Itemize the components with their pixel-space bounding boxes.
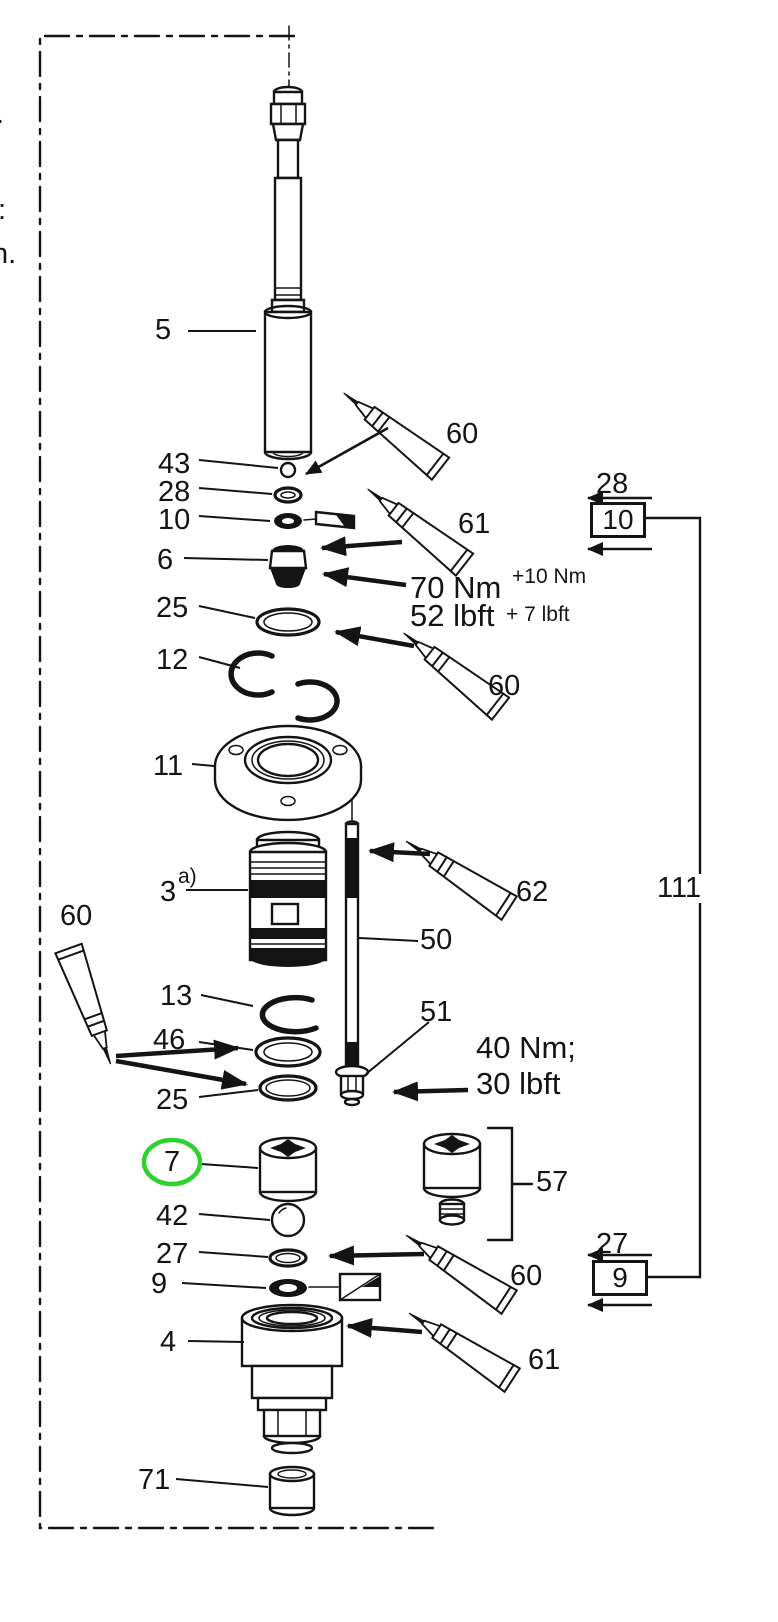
ref-box-9: 9 bbox=[592, 1260, 648, 1296]
ref-27: 27 bbox=[596, 1228, 629, 1260]
part-28-oring bbox=[273, 486, 303, 504]
callout-5: 5 bbox=[155, 314, 172, 346]
part-7-valve-cage bbox=[258, 1136, 318, 1203]
part-11-flange bbox=[213, 724, 363, 822]
torque-upper-nm-tol: +10 Nm bbox=[512, 565, 587, 588]
part-42-ball bbox=[270, 1202, 306, 1238]
callout-50: 50 bbox=[420, 924, 453, 956]
ref-10-label: 10 bbox=[602, 504, 634, 535]
edge-text-fragment-2: : bbox=[0, 196, 6, 225]
callout-25-lower: 25 bbox=[156, 1084, 189, 1116]
callout-60-low: 60 bbox=[510, 1260, 543, 1292]
callout-7-highlighted[interactable]: 7 bbox=[164, 1146, 181, 1178]
callout-25-upper: 25 bbox=[156, 592, 189, 624]
callout-27: 27 bbox=[156, 1238, 189, 1270]
part-27-oring bbox=[268, 1248, 308, 1268]
callout-42: 42 bbox=[156, 1200, 189, 1232]
callout-61-low: 61 bbox=[528, 1344, 561, 1376]
callout-3: 3 bbox=[160, 876, 177, 908]
callout-3-footnote: a) bbox=[178, 865, 197, 888]
callout-9: 9 bbox=[151, 1268, 168, 1300]
part-12-snap-rings bbox=[228, 650, 340, 723]
drawing-border bbox=[38, 34, 436, 1530]
callout-71: 71 bbox=[138, 1464, 171, 1496]
part-3-displacement-pump bbox=[248, 830, 328, 967]
part-43-oring bbox=[279, 461, 297, 479]
sealant-tube-61-low-icon bbox=[400, 1300, 521, 1393]
sealant-tube-60-left-icon bbox=[54, 942, 125, 1070]
part-9-seal bbox=[269, 1272, 382, 1302]
part-46-oring bbox=[254, 1036, 322, 1068]
leader-lines bbox=[175, 330, 430, 1488]
sealant-tube-61-top-icon bbox=[357, 476, 475, 577]
callout-28: 28 bbox=[158, 476, 191, 508]
ref-111: 111 bbox=[654, 874, 705, 903]
callout-61-top: 61 bbox=[458, 508, 491, 540]
ref-9-label: 9 bbox=[612, 1262, 628, 1293]
callout-4: 4 bbox=[160, 1326, 177, 1358]
torque-upper-lbft-tol: + 7 lbft bbox=[506, 603, 570, 626]
torque-lower-lbft: 30 lbft bbox=[476, 1066, 561, 1101]
part-57-valve-cage-kit bbox=[422, 1126, 534, 1242]
sealant-tube-60-low-icon bbox=[397, 1222, 518, 1315]
torque-lower-nm: 40 Nm; bbox=[476, 1030, 576, 1065]
ref-box-10: 10 bbox=[590, 502, 646, 538]
callout-60-top: 60 bbox=[446, 418, 479, 450]
part-13-snap-ring bbox=[259, 994, 319, 1035]
part-25-oring-upper bbox=[255, 607, 321, 637]
part-71-coupler bbox=[268, 1465, 316, 1517]
part-6-packing-nut bbox=[268, 545, 308, 588]
callout-60-mid: 60 bbox=[488, 670, 521, 702]
callout-10: 10 bbox=[158, 504, 191, 536]
sealant-tube-60-top-icon bbox=[333, 380, 451, 481]
callout-51: 51 bbox=[420, 996, 453, 1028]
part-10-seal bbox=[274, 510, 356, 530]
part-50-tie-rod bbox=[344, 799, 360, 1070]
part-25-oring-lower bbox=[258, 1074, 318, 1102]
part-5-piston-rod bbox=[263, 25, 313, 461]
apply-arrows bbox=[115, 426, 652, 1338]
torque-upper-lbft: 52 lbft bbox=[410, 598, 495, 633]
edge-text-fragment-3: n. bbox=[0, 238, 17, 270]
callout-60-left: 60 bbox=[60, 900, 93, 932]
callout-12: 12 bbox=[156, 644, 189, 676]
callout-6: 6 bbox=[157, 544, 174, 576]
callout-46: 46 bbox=[153, 1024, 186, 1056]
highlight-ellipse bbox=[141, 1137, 203, 1187]
torque-upper-nm: 70 Nm bbox=[410, 570, 502, 605]
ref-28: 28 bbox=[596, 468, 629, 500]
callout-11: 11 bbox=[153, 750, 184, 782]
sealant-tube-62-icon bbox=[397, 828, 518, 921]
callout-13: 13 bbox=[160, 980, 193, 1012]
callout-62: 62 bbox=[516, 876, 549, 908]
callout-57: 57 bbox=[536, 1166, 569, 1198]
callout-43: 43 bbox=[158, 448, 191, 480]
part-4-cylinder-housing bbox=[240, 1303, 344, 1455]
part-51-nut bbox=[334, 1064, 370, 1107]
edge-text-fragment-1: . bbox=[0, 100, 4, 129]
